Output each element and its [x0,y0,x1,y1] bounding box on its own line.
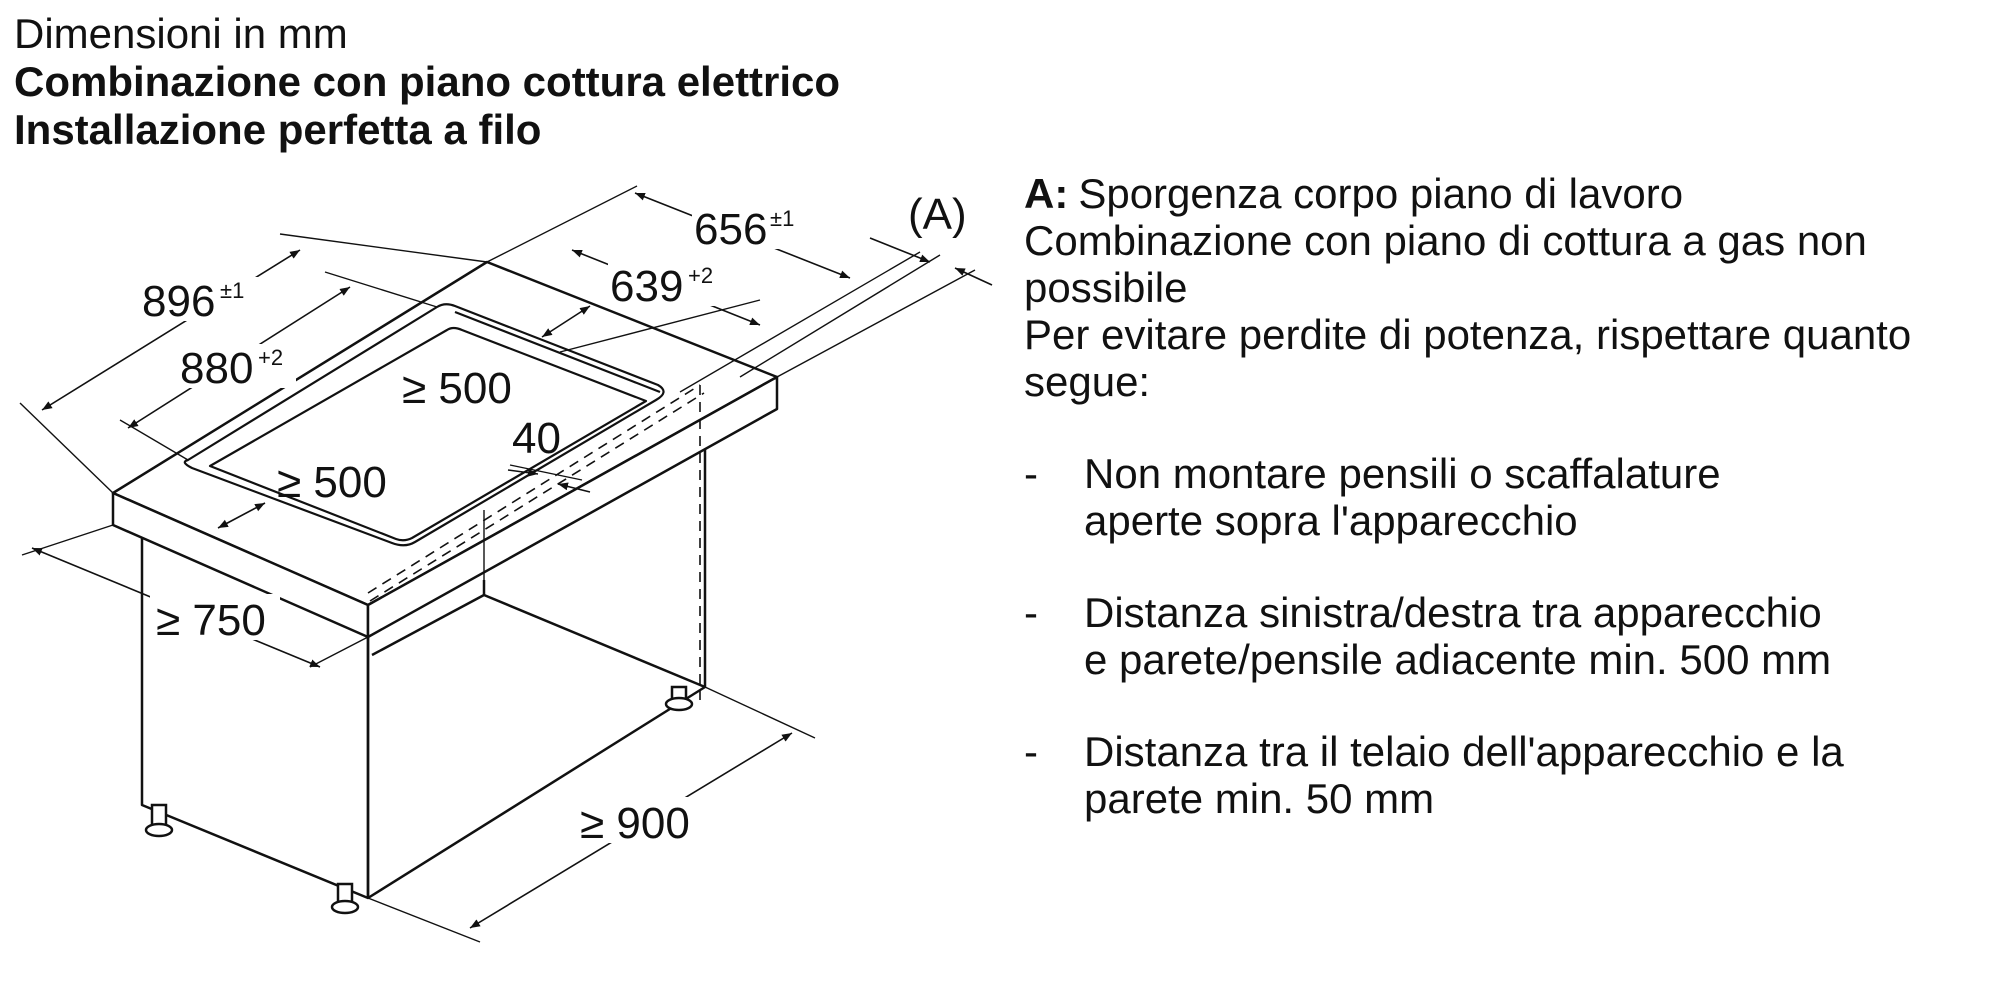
bullet-line: Non montare pensili o scaffalature [1084,450,1721,497]
bullet-line: e parete/pensile adiacente min. 500 mm [1084,636,1832,683]
note-a-text: Sporgenza corpo piano di lavoro [1078,170,1684,217]
dim-880: 880 [180,344,253,393]
dim-40: 40 [512,414,561,463]
note-gas-not-possible: Combinazione con piano di cottura a gas … [1024,217,1867,311]
dimension-labels: 656 ±1 639 +2 896 ±1 880 +2 ≥ 500 ≥ 500 … [140,190,967,848]
foot-back-base [664,696,694,712]
callout-a: (A) [908,190,967,239]
arrow-40b [557,482,591,493]
dim-896: 896 [142,277,215,326]
dim-639: 639 [610,262,683,311]
dim-656: 656 [694,205,767,254]
bullet-line: Distanza tra il telaio dell'apparecchio … [1084,728,1844,775]
dim-500-back: ≥ 500 [402,364,512,413]
overhang-dash-lines [367,384,705,700]
arrow-40a [507,468,539,477]
dim-656-tol: ±1 [770,206,794,231]
cabinet-front-bottom [367,685,706,900]
bullet-dash: - [1024,728,1038,775]
dim-900: ≥ 900 [580,799,690,848]
bullet-line: Distanza sinistra/destra tra apparecchio [1084,589,1822,636]
installation-title: Installazione perfetta a filo [14,106,542,153]
note-a-label: A: [1024,170,1069,217]
bullet-dash: - [1024,450,1038,497]
extension-lines [19,185,976,943]
bullet-item: - Non montare pensili o scaffalature ape… [1024,450,1984,544]
bullet-line: parete min. 50 mm [1084,775,1435,822]
foot-front-base [330,899,360,915]
dimensions-heading: Dimensioni in mm [14,10,348,57]
foot-left-base [144,822,174,838]
arrow-500-back [541,305,591,338]
hob-groove [454,310,661,394]
combination-title: Combinazione con piano cottura elettrico [14,58,841,105]
dim-880-tol: +2 [258,345,283,370]
hob [183,303,665,547]
arrow-a-left [869,237,931,263]
cabinet-feet [144,685,694,915]
dim-500-front: ≥ 500 [277,458,387,507]
note-power-loss: Per evitare perdite di potenza, rispetta… [1024,311,1912,405]
hob-inner-surface [208,326,648,542]
cabinet-inner-front [371,593,485,657]
arrow-500-front [217,502,266,529]
arrow-a-right [954,267,993,286]
notes-panel: A:Sporgenza corpo piano di lavoro Combin… [1024,170,1984,822]
worktop-right-edge [366,375,779,639]
bullet-item: - Distanza tra il telaio dell'apparecchi… [1024,728,1984,822]
bullet-dash: - [1024,589,1038,636]
dim-896-tol: ±1 [220,278,244,303]
bullet-line: aperte sopra l'apparecchio [1084,497,1578,544]
note-a: A:Sporgenza corpo piano di lavoro [1024,170,1984,217]
installation-diagram: 656 ±1 639 +2 896 ±1 880 +2 ≥ 500 ≥ 500 … [19,185,993,943]
hob-outer-frame [183,303,665,547]
dim-750: ≥ 750 [156,596,266,645]
bullet-item: - Distanza sinistra/destra tra apparecch… [1024,589,1984,683]
cabinet-inner-top [483,593,706,689]
dim-639-tol: +2 [688,263,713,288]
